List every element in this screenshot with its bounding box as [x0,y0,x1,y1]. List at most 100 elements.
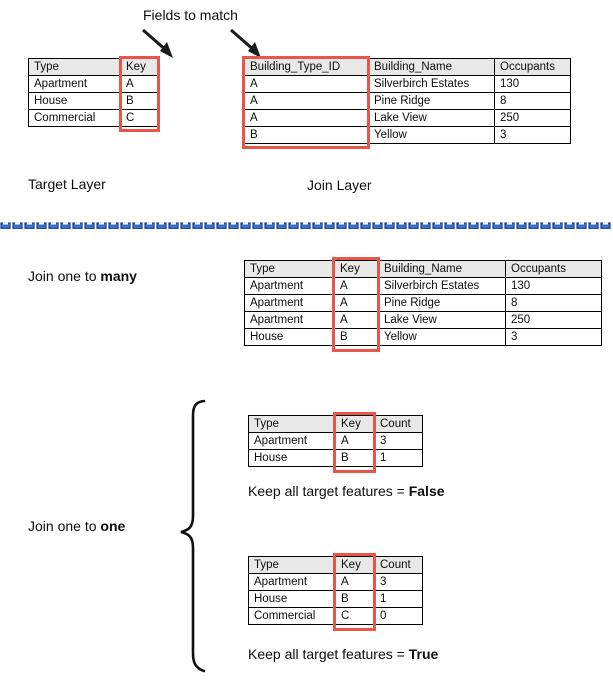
keep-true-prefix: Keep all target features = [248,646,409,662]
table-cell: Apartment [28,75,121,93]
column-header: Building_Type_ID [244,58,369,76]
join-one-to-many-prefix: Join one to [28,268,101,284]
table-cell: House [244,328,335,346]
target-layer-table: Type Key Apartment A House B Commercial … [28,58,158,127]
table-cell: Pine Ridge [368,92,495,110]
curly-brace-icon [180,399,206,673]
one-to-many-table: Type Key Building_Name Occupants Apartme… [244,260,602,346]
one-to-one-true-table-wrap: Type Key Count Apartment A 3 House B 1 C… [248,553,423,631]
table-row: Apartment A Lake View 250 [244,311,602,329]
keep-true-label: Keep all target features = True [248,646,438,663]
table-cell: B [334,328,379,346]
table-cell: Commercial [248,607,336,625]
arrow-to-join-key [228,28,272,60]
table-cell: 8 [494,92,571,110]
table-cell: 130 [494,75,571,93]
one-to-one-true-table: Type Key Count Apartment A 3 House B 1 C… [248,556,423,625]
table-cell: A [244,92,369,110]
keep-false-label: Keep all target features = False [248,483,445,500]
table-header-row: Type Key Count [248,556,423,574]
dashed-divider-icon [0,221,611,229]
table-cell: Apartment [244,277,335,295]
keep-false-prefix: Keep all target features = [248,483,409,499]
column-header: Type [28,58,121,76]
table-cell: A [244,109,369,127]
table-cell: A [120,75,158,93]
table-cell: House [248,449,336,467]
table-row: House B Yellow 3 [244,328,602,346]
table-cell: 1 [374,449,423,467]
column-header: Building_Name [378,260,506,278]
join-one-to-one-label: Join one to one [28,518,125,535]
table-cell: B [335,449,375,467]
table-row: B Yellow 3 [244,126,571,144]
one-to-one-false-table-wrap: Type Key Count Apartment A 3 House B 1 [248,412,423,473]
join-one-to-many-emphasis: many [100,268,137,284]
dashed-divider [0,219,613,229]
table-cell: B [335,590,375,608]
table-cell: Lake View [378,311,506,329]
join-one-to-one-brace [178,398,208,674]
target-layer-label: Target Layer [28,176,106,192]
column-header: Count [374,556,423,574]
column-header: Type [248,556,336,574]
table-cell: A [244,75,369,93]
table-header-row: Type Key Count [248,415,423,433]
table-cell: A [334,294,379,312]
column-header: Occupants [494,58,571,76]
table-cell: House [248,590,336,608]
table-cell: 130 [505,277,602,295]
table-cell: Commercial [28,109,121,127]
keep-true-emphasis: True [408,646,439,662]
table-header-row: Type Key Building_Name Occupants [244,260,602,278]
table-cell: 3 [505,328,602,346]
table-cell: 8 [505,294,602,312]
column-header: Occupants [505,260,602,278]
table-row: Apartment A [28,75,158,93]
table-cell: 3 [494,126,571,144]
join-one-to-one-emphasis: one [100,518,126,534]
column-header: Building_Name [368,58,495,76]
table-cell: Lake View [368,109,495,127]
keep-false-emphasis: False [408,483,445,499]
table-header-row: Building_Type_ID Building_Name Occupants [244,58,571,76]
table-cell: Pine Ridge [378,294,506,312]
table-cell: 3 [374,573,423,591]
table-row: Apartment A 3 [248,432,423,450]
table-cell: Silverbirch Estates [368,75,495,93]
table-cell: A [334,311,379,329]
table-cell: Apartment [244,311,335,329]
arrow-down-right-icon [230,28,261,58]
table-cell: Apartment [244,294,335,312]
table-cell: Apartment [248,573,336,591]
column-header: Count [374,415,423,433]
table-cell: 250 [505,311,602,329]
table-row: Apartment A 3 [248,573,423,591]
join-layer-table: Building_Type_ID Building_Name Occupants… [244,58,571,144]
arrow-to-target-key [140,28,184,60]
table-cell: A [334,277,379,295]
join-layer-table-wrap: Building_Type_ID Building_Name Occupants… [242,56,571,149]
table-row: Commercial C 0 [248,607,423,625]
table-cell: Apartment [248,432,336,450]
table-cell: 1 [374,590,423,608]
table-cell: C [120,109,158,127]
target-layer-table-wrap: Type Key Apartment A House B Commercial … [28,56,160,132]
arrow-down-right-icon [142,28,173,58]
join-one-to-one-prefix: Join one to [28,518,101,534]
table-cell: A [335,432,375,450]
table-row: House B [28,92,158,110]
table-row: Commercial C [28,109,158,127]
column-header: Type [244,260,335,278]
table-cell: Silverbirch Estates [378,277,506,295]
column-header: Key [335,556,375,574]
table-row: A Pine Ridge 8 [244,92,571,110]
table-row: House B 1 [248,449,423,467]
table-cell: Yellow [378,328,506,346]
table-header-row: Type Key [28,58,158,76]
table-cell: 0 [374,607,423,625]
table-row: Apartment A Pine Ridge 8 [244,294,602,312]
table-cell: B [120,92,158,110]
table-cell: Yellow [368,126,495,144]
table-cell: 250 [494,109,571,127]
